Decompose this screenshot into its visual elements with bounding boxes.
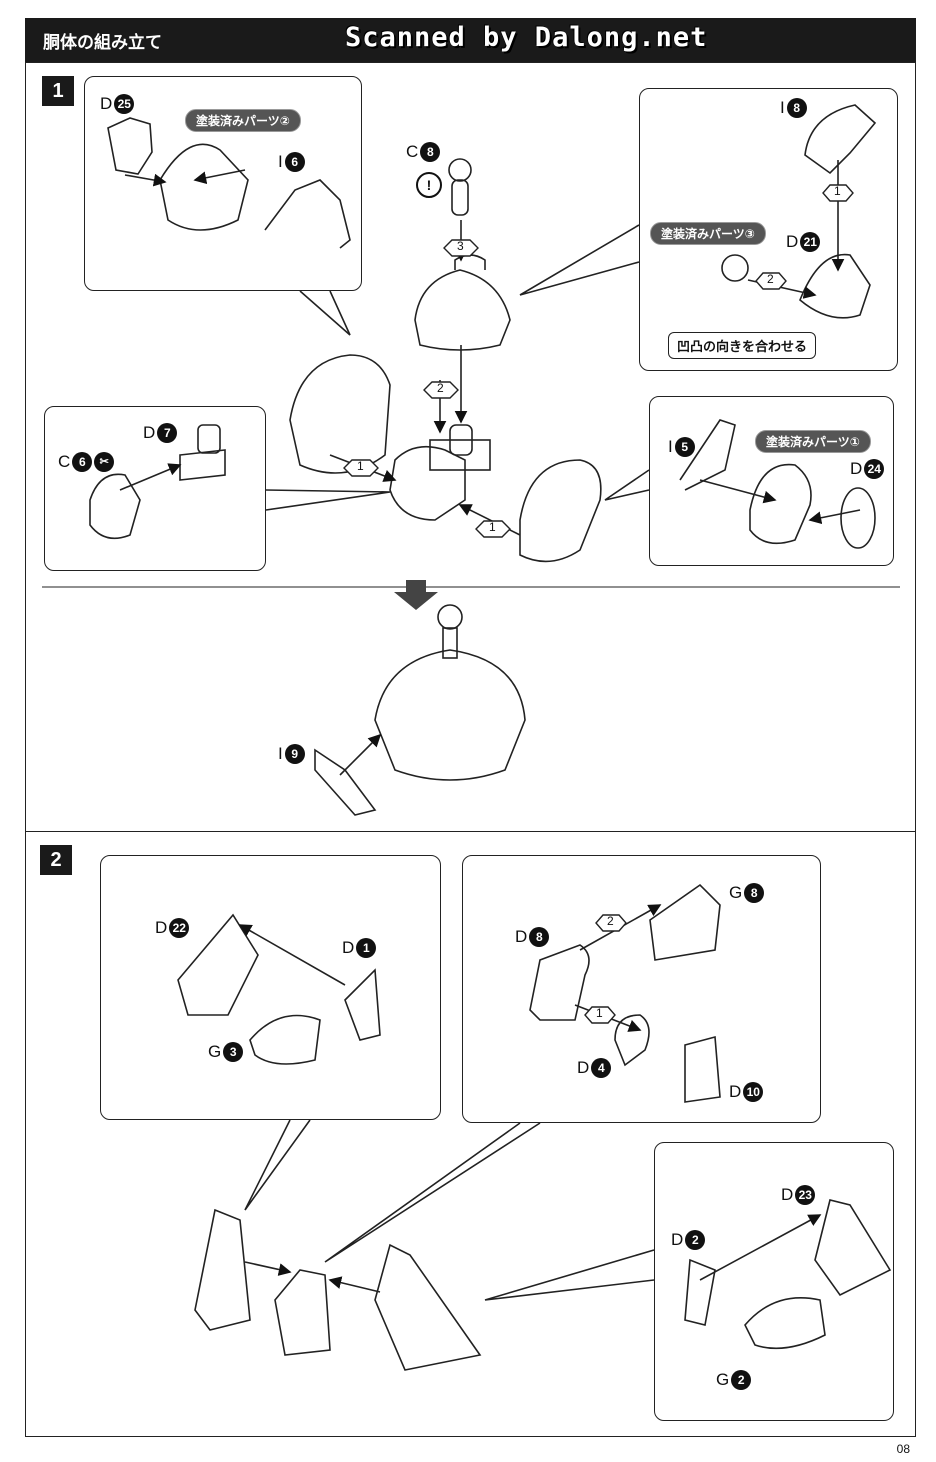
order-marker-1b: 1 — [489, 520, 496, 534]
exclamation-icon: ! — [416, 172, 442, 198]
painted-parts-tag-3: 塗装済みパーツ③ — [650, 222, 766, 245]
order-marker-s2-2: 2 — [607, 914, 614, 928]
step1-left-detail — [44, 406, 266, 571]
section-header: 胴体の組み立て Scanned by Dalong.net — [25, 18, 916, 62]
step2-left-detail — [100, 855, 441, 1120]
step2-right-detail — [654, 1142, 894, 1421]
scan-watermark: Scanned by Dalong.net — [345, 22, 708, 53]
order-marker-tr-2: 2 — [767, 272, 774, 286]
section-title: 胴体の組み立て — [43, 33, 162, 53]
alignment-note: 凹凸の向きを合わせる — [668, 332, 817, 359]
step1-right-detail — [649, 396, 894, 566]
painted-parts-tag-2: 塗装済みパーツ② — [185, 109, 301, 132]
page-number: 08 — [896, 1442, 910, 1456]
order-marker-2: 2 — [437, 381, 444, 395]
cut-mark-icon: ✂ — [94, 452, 115, 472]
step2-frame — [25, 831, 916, 1437]
order-marker-tr-1: 1 — [834, 184, 841, 198]
order-marker-s2-1: 1 — [596, 1006, 603, 1020]
step1-badge: 1 — [42, 76, 74, 106]
order-marker-1a: 1 — [357, 459, 364, 473]
painted-parts-tag-1: 塗装済みパーツ① — [755, 430, 871, 453]
order-marker-3: 3 — [457, 239, 464, 253]
step2-badge: 2 — [40, 845, 72, 875]
